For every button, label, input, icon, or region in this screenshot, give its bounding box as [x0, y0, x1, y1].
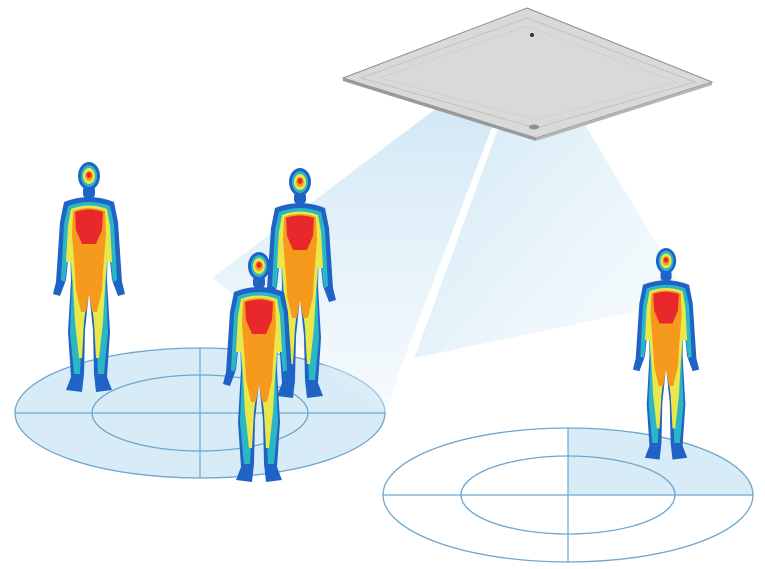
right-detection-zone [383, 428, 753, 562]
ceiling-thermal-sensor-icon [343, 8, 712, 141]
